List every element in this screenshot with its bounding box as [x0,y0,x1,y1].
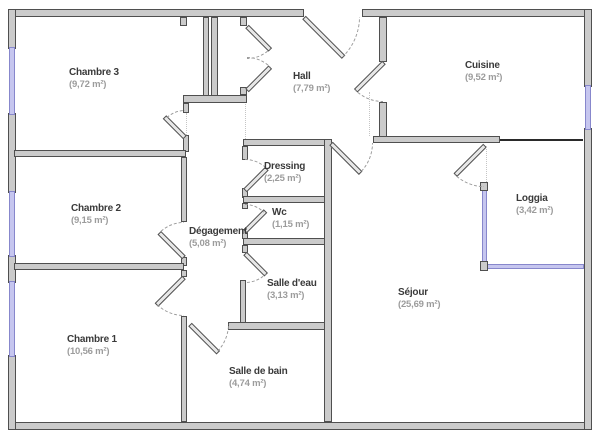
wall [8,422,592,430]
room-area: (3,13 m²) [267,290,305,301]
room-name: Chambre 2 [71,203,121,214]
room-label-chambre-2: Chambre 2 (9,15 m²) [71,203,121,227]
room-area: (9,52 m²) [465,72,503,83]
room-boundary-line [486,146,487,186]
glazed-partition-line [500,139,583,141]
room-label-dressing: Dressing (2,25 m²) [264,161,305,185]
wall [240,87,247,95]
room-area: (9,15 m²) [71,215,109,226]
room-name: Salle d'eau [267,278,317,289]
room-area: (10,56 m²) [67,346,110,357]
room-name: Salle de bain [229,366,288,377]
room-label-degagement: Dégagement (5,08 m²) [189,226,247,250]
room-label-cuisine: Cuisine (9,52 m²) [465,60,502,84]
window [482,189,487,266]
wall [228,322,330,330]
room-label-salle-de-bain: Salle de bain (4,74 m²) [229,366,288,390]
room-name: Wc [272,207,287,218]
wall [584,9,592,87]
wall [211,17,218,99]
wall [8,355,16,430]
room-boundary-line [186,113,187,139]
wall [480,261,488,271]
room-label-sejour: Séjour (25,69 m²) [398,287,441,311]
room-boundary-line [369,92,370,136]
room-name: Dégagement [189,226,248,237]
window [585,85,591,130]
room-area: (2,25 m²) [264,173,302,184]
room-label-loggia: Loggia (3,42 m²) [516,193,553,217]
wall [14,263,184,270]
wall [183,95,247,103]
wall [181,257,187,266]
wall [181,157,187,222]
wall [180,17,187,26]
wall [14,150,186,157]
wall [243,238,330,245]
room-label-chambre-1: Chambre 1 (10,56 m²) [67,334,117,358]
window [9,191,15,257]
wall [183,103,189,113]
window [487,264,584,269]
wall [324,139,332,422]
window [9,281,15,357]
room-name: Séjour [398,287,428,298]
wall [373,136,500,143]
room-name: Chambre 1 [67,334,117,345]
wall [181,270,187,277]
room-area: (5,08 m²) [189,238,227,249]
room-area: (3,42 m²) [516,205,554,216]
room-area: (1,15 m²) [272,219,310,230]
wall [362,9,592,17]
room-area: (4,74 m²) [229,378,267,389]
room-name: Hall [293,71,311,82]
wall [240,17,247,26]
wall [8,9,16,49]
room-label-wc: Wc (1,15 m²) [272,207,309,231]
room-label-salle-deau: Salle d'eau (3,13 m²) [267,278,317,302]
room-name: Chambre 3 [69,67,119,78]
room-name: Loggia [516,193,548,204]
room-label-chambre-3: Chambre 3 (9,72 m²) [69,67,119,91]
room-name: Dressing [264,161,306,172]
wall [8,9,304,17]
wall [203,17,209,99]
wall [379,17,387,62]
room-name: Cuisine [465,60,500,71]
wall [240,280,246,326]
wall [242,146,248,160]
wall [584,128,592,430]
window [9,47,15,115]
room-area: (7,79 m²) [293,83,331,94]
wall [181,316,187,422]
room-area: (25,69 m²) [398,299,441,310]
wall [243,196,330,203]
wall [243,139,330,146]
wall [379,102,387,139]
room-label-hall: Hall (7,79 m²) [293,71,330,95]
room-area: (9,72 m²) [69,79,107,90]
room-boundary-line [245,104,246,139]
